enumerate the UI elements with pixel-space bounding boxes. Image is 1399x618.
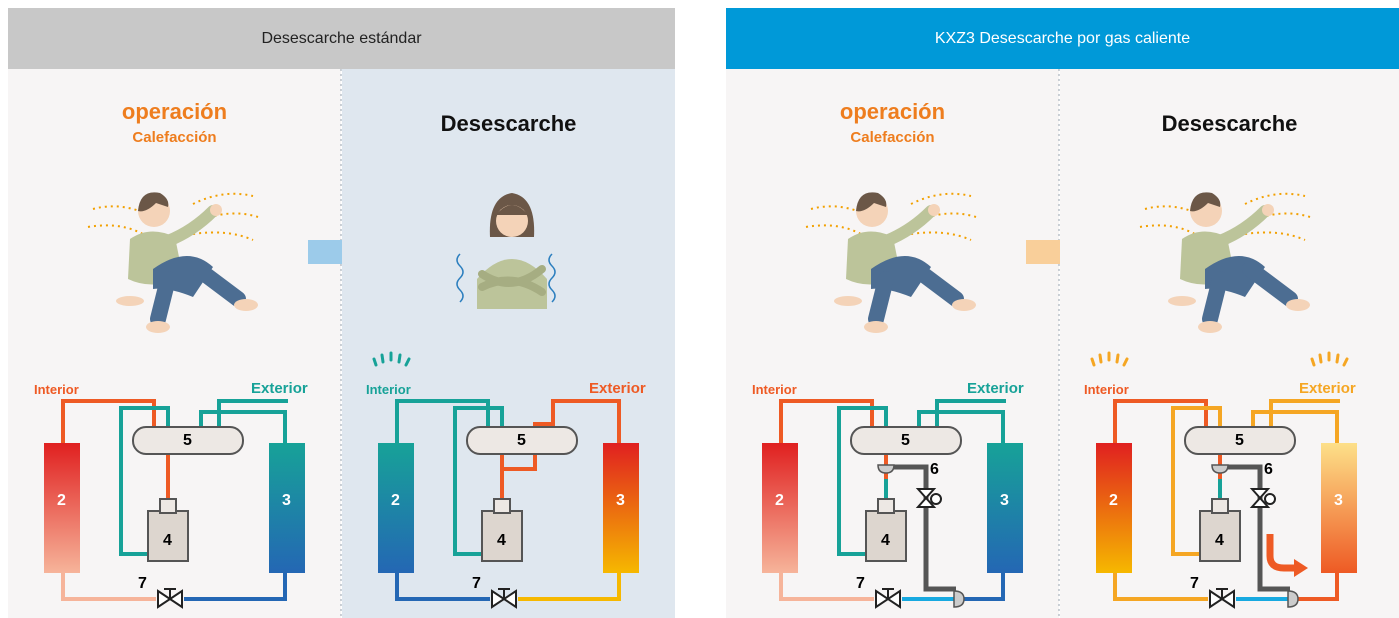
warm-person-illustration: [87, 192, 259, 333]
label-7: 7: [472, 575, 481, 592]
indoor-label: Interior: [1084, 382, 1129, 397]
heating-section: operación Calefacción: [726, 69, 1059, 618]
standard-defrost-diagram: [372, 351, 639, 609]
heating-title: operación: [121, 99, 228, 124]
defrost-title: Desescarche: [440, 111, 577, 136]
label-7: 7: [138, 575, 147, 592]
heating-section: operación Calefacción: [8, 69, 341, 618]
label-4: 4: [497, 532, 506, 549]
label-5: 5: [901, 432, 910, 449]
defrost-title: Desescarche: [1161, 111, 1298, 136]
hot-gas-defrost-panel: KXZ3 Desescarche por gas caliente operac…: [726, 8, 1399, 618]
label-2: 2: [1109, 492, 1118, 509]
label-2: 2: [391, 492, 400, 509]
outdoor-label: Exterior: [589, 380, 646, 397]
hot-gas-heating-diagram: [762, 399, 1023, 609]
standard-defrost-panel: Desescarche estándar operación Calefacci…: [8, 8, 675, 618]
outdoor-label: Exterior: [1299, 380, 1356, 397]
standard-heating-diagram: [44, 399, 305, 609]
label-5: 5: [183, 432, 192, 449]
label-5: 5: [517, 432, 526, 449]
label-2: 2: [57, 492, 66, 509]
cold-person-illustration: [456, 193, 556, 309]
heating-subtitle: Calefacción: [132, 129, 217, 146]
heating-subtitle: Calefacción: [850, 129, 935, 146]
hot-gas-defrost-diagram: [1090, 351, 1357, 609]
label-3: 3: [616, 492, 625, 509]
label-3: 3: [1334, 492, 1343, 509]
label-2: 2: [775, 492, 784, 509]
label-4: 4: [1215, 532, 1224, 549]
outdoor-label: Exterior: [967, 380, 1024, 397]
warm-person-illustration: [1139, 192, 1311, 333]
defrost-section: Desescarche: [342, 69, 675, 618]
outdoor-label: Exterior: [251, 380, 308, 397]
label-6: 6: [930, 461, 939, 478]
label-3: 3: [282, 492, 291, 509]
heating-title: operación: [839, 99, 946, 124]
panel-header: Desescarche estándar: [8, 8, 675, 69]
warm-person-illustration: [805, 192, 977, 333]
label-4: 4: [881, 532, 890, 549]
label-7: 7: [1190, 575, 1199, 592]
indoor-label: Interior: [34, 382, 79, 397]
label-5: 5: [1235, 432, 1244, 449]
indoor-label: Interior: [366, 382, 411, 397]
indoor-label: Interior: [752, 382, 797, 397]
label-6: 6: [1264, 461, 1273, 478]
defrost-section: Desescarche: [1060, 69, 1399, 618]
panel-header: KXZ3 Desescarche por gas caliente: [726, 8, 1399, 69]
label-4: 4: [163, 532, 172, 549]
label-7: 7: [856, 575, 865, 592]
label-3: 3: [1000, 492, 1009, 509]
